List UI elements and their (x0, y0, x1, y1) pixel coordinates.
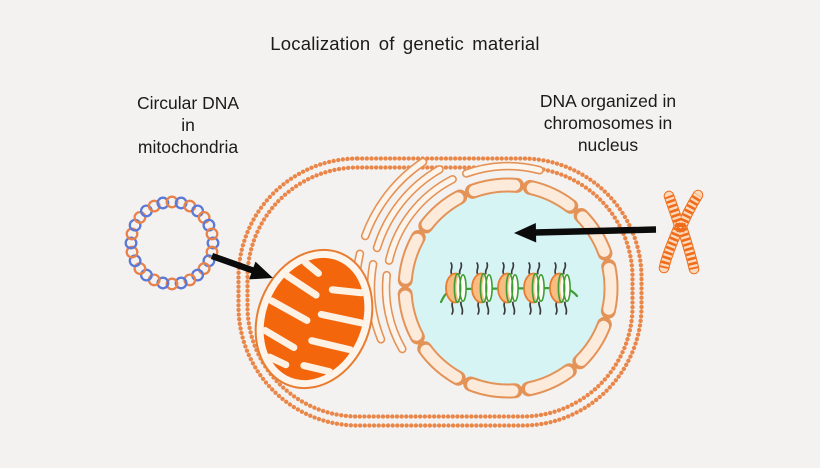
mitochondria-dna-label: Circular DNA in mitochondria (136, 93, 240, 157)
diagram-title: Localization of genetic material (270, 33, 540, 54)
nuclear-envelope (397, 177, 619, 399)
chromosome-icon (658, 189, 704, 275)
nucleus-dna-label: DNA organized in chromosomes in nucleus (539, 91, 677, 155)
arrow-to-mitochondrion (210, 252, 273, 280)
circular-dna-icon (124, 195, 220, 291)
mitochondrion-icon (254, 248, 374, 390)
nucleosome-chain-icon (439, 262, 579, 315)
arrow-to-nucleus (514, 223, 657, 243)
